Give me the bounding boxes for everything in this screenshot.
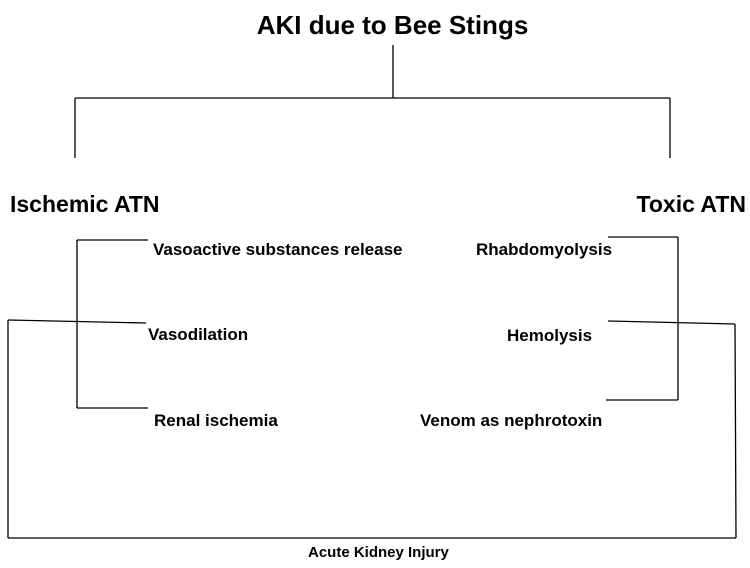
right-loop-vertical [734, 323, 737, 539]
node-hemolysis: Hemolysis [507, 326, 593, 345]
left-loop-top [7, 319, 147, 324]
toxic-atn-heading: Toxic ATN [636, 191, 746, 217]
node-vasodilation: Vasodilation [148, 325, 249, 344]
ischemic-atn-heading: Ischemic ATN [10, 191, 160, 217]
node-rhabdomyolysis: Rhabdomyolysis [476, 240, 613, 259]
right-loop-top [607, 320, 736, 325]
node-vasoactive-release: Vasoactive substances release [153, 240, 403, 259]
node-venom-nephrotoxin: Venom as nephrotoxin [420, 411, 603, 430]
outcome-label: Acute Kidney Injury [308, 544, 449, 561]
node-renal-ischemia: Renal ischemia [154, 411, 278, 430]
diagram-title: AKI due to Bee Stings [256, 10, 529, 40]
